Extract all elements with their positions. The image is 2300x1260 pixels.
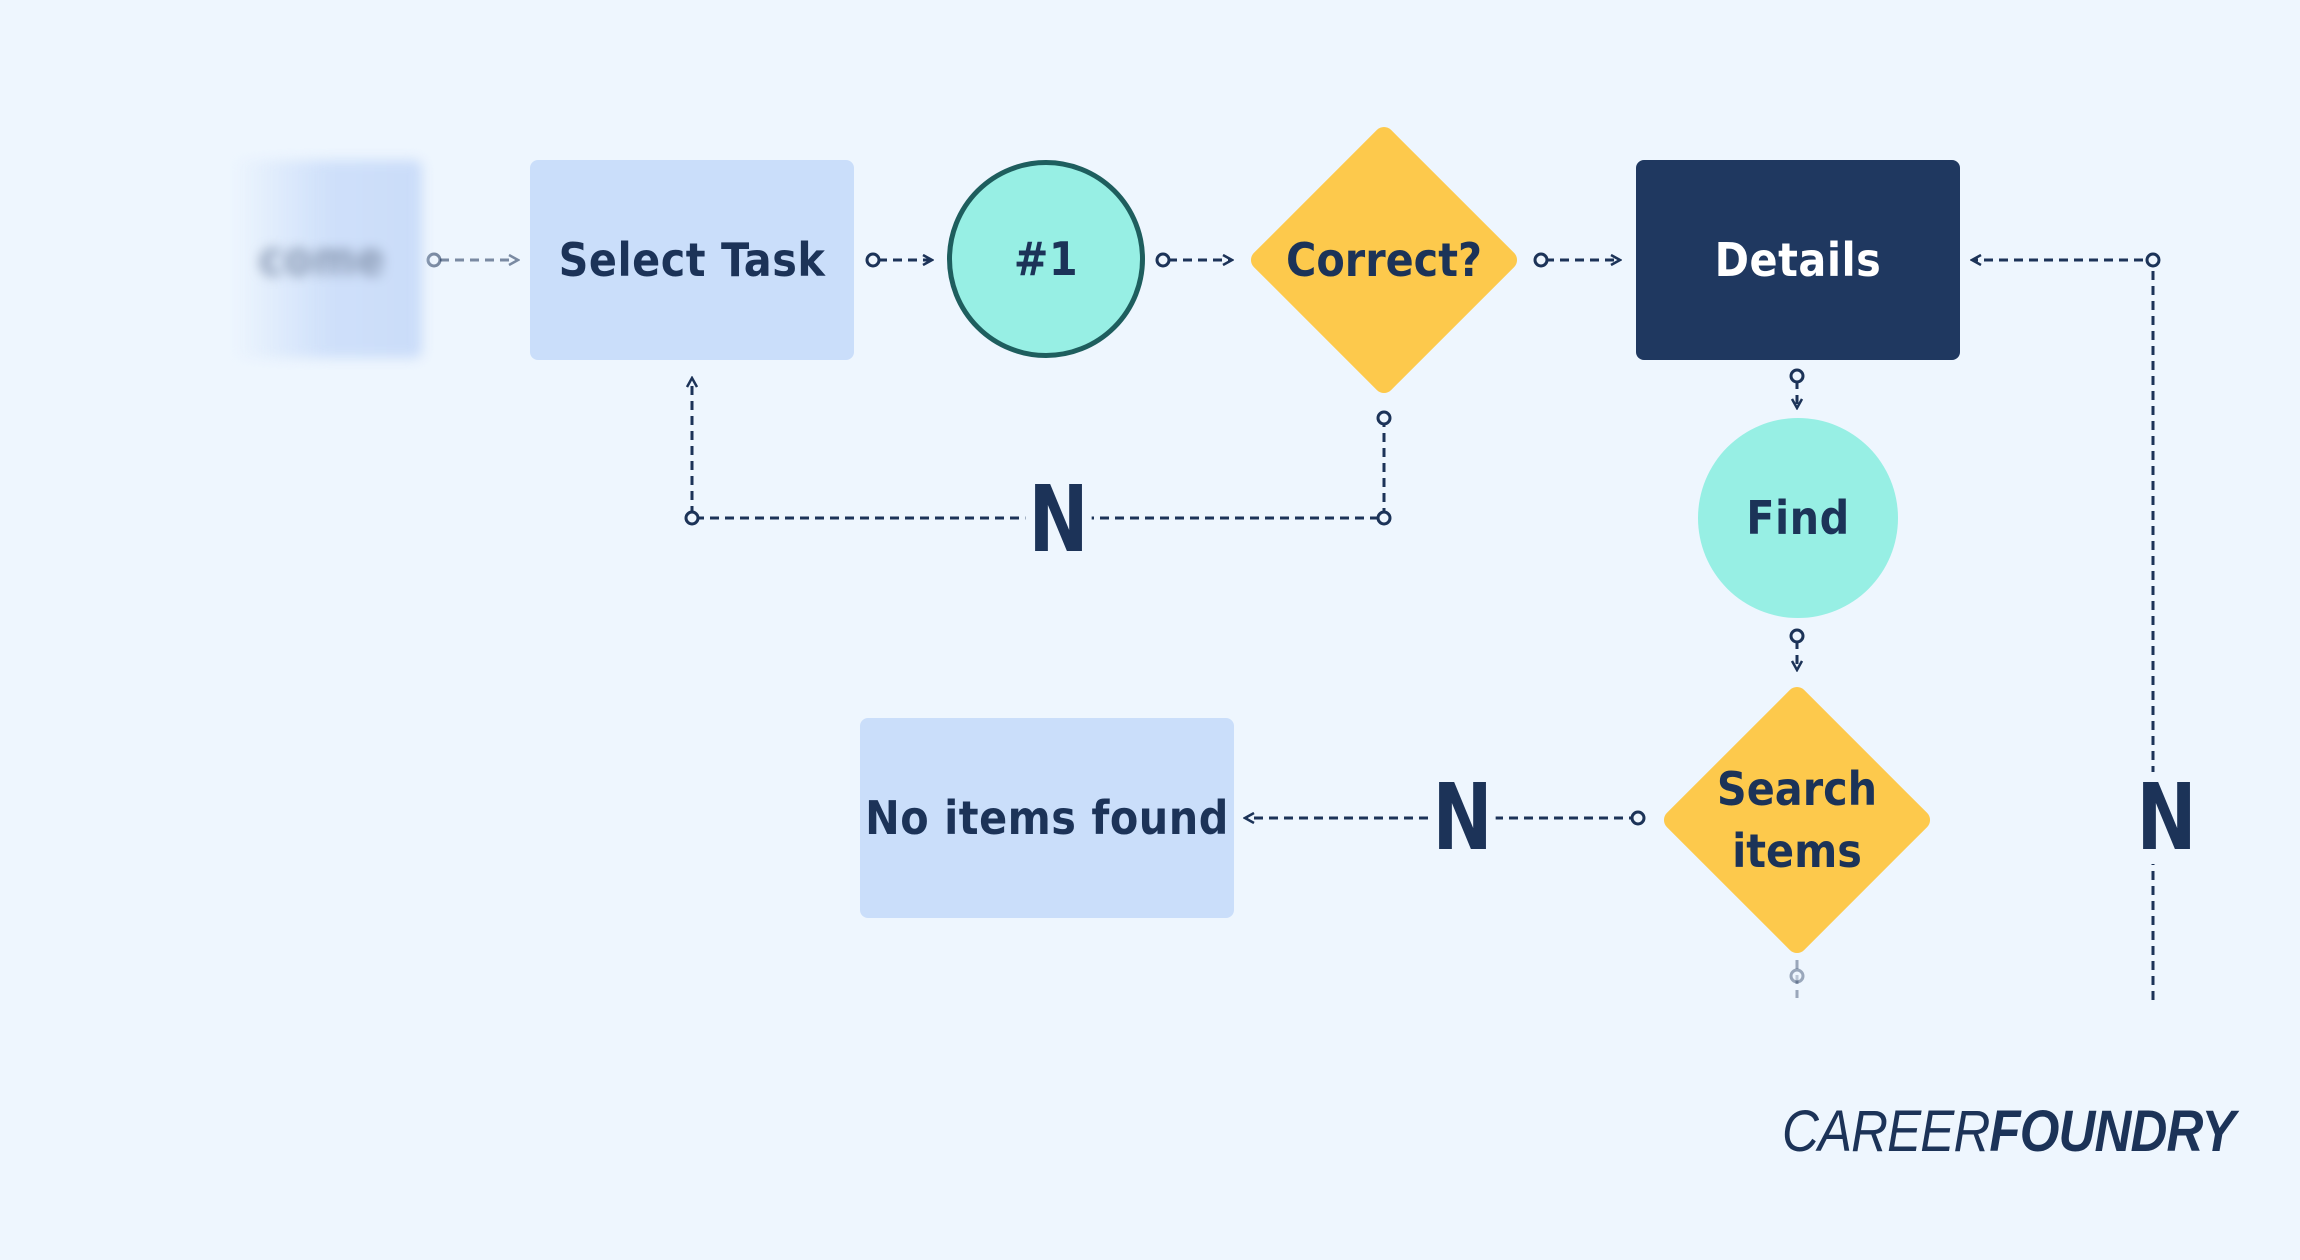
search-items-decision[interactable]: Search items [1657,680,1937,960]
correct-decision[interactable]: Correct? [1244,120,1524,400]
step-number-node[interactable]: #1 [947,160,1145,358]
find-node[interactable]: Find [1698,418,1898,618]
logo-part1: CAREER [1782,1099,1990,1164]
welcome-node[interactable]: come [232,160,422,358]
no-label-correct: N [1025,474,1092,566]
careerfoundry-logo: CAREERFOUNDRY [1782,1098,2236,1165]
select-task-label: Select Task [558,233,826,287]
select-task-node[interactable]: Select Task [530,160,854,360]
find-label: Find [1746,491,1850,545]
logo-part2: FOUNDRY [1989,1099,2235,1164]
search-items-line2: items [1732,824,1862,878]
welcome-label: come [258,232,386,286]
no-items-found-label: No items found [865,791,1229,845]
no-items-found-node[interactable]: No items found [860,718,1234,918]
no-label-right: N [2133,772,2200,864]
step-number-label: #1 [1013,232,1079,286]
no-label-search: N [1429,772,1496,864]
search-items-label: Search items [1717,758,1877,882]
search-items-line1: Search [1716,762,1878,816]
edge-right-loop [1972,260,2155,1000]
edge-correct-no-loop [692,378,1386,520]
details-label: Details [1714,233,1882,287]
details-node[interactable]: Details [1636,160,1960,360]
correct-label: Correct? [1285,233,1483,287]
